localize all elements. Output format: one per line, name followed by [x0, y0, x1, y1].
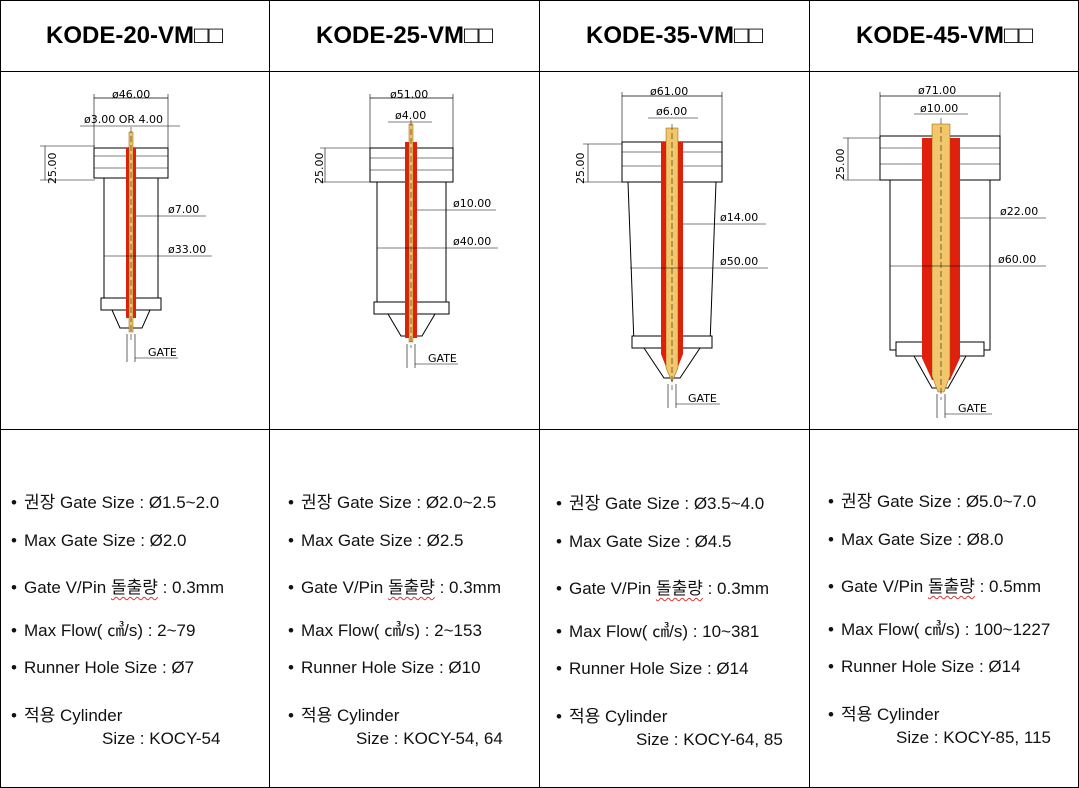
spec-list: •권장 Gate Size : Ø1.5~2.0 •Max Gate Size …	[0, 430, 269, 788]
spec-max-gate: •Max Gate Size : Ø8.0	[828, 530, 1004, 549]
spec-max-gate: •Max Gate Size : Ø2.0	[11, 531, 187, 550]
spec-max-flow: •Max Flow( ㎤/s) : 2~153	[288, 621, 482, 640]
model-title: KODE-25-VM□□	[315, 22, 493, 49]
spec-cylinder-size: Size : KOCY-54, 64	[356, 729, 503, 748]
table-border	[0, 0, 1079, 1]
nozzle-drawing: ø61.00 ø6.00 25.00 ø14.00 ø50.00	[540, 72, 809, 430]
spec-cylinder-size: Size : KOCY-85, 115	[896, 728, 1051, 747]
spec-gate-size: •권장 Gate Size : Ø5.0~7.0	[828, 492, 1037, 511]
spec-gate-size: •권장 Gate Size : Ø1.5~2.0	[11, 493, 220, 512]
dim-height: 25.00	[46, 153, 59, 185]
dim-outer: ø71.00	[918, 84, 956, 97]
spec-pin-protrusion: •Gate V/Pin 돌출량 : 0.3mm	[11, 578, 224, 597]
spec-list: •권장 Gate Size : Ø5.0~7.0 •Max Gate Size …	[810, 430, 1079, 788]
dim-pin: ø10.00	[920, 102, 958, 115]
dim-gate: GATE	[688, 392, 717, 405]
dim-gate: GATE	[958, 402, 987, 415]
dim-outer: ø61.00	[650, 85, 688, 98]
nozzle-drawing: ø71.00 ø10.00 25.00 ø22.00 ø60.00	[810, 72, 1079, 430]
dim-outer: ø51.00	[390, 88, 428, 101]
dim-gate: GATE	[428, 352, 457, 365]
model-title: KODE-35-VM□□	[585, 22, 763, 49]
dim-pin: ø6.00	[656, 105, 687, 118]
spec-max-gate: •Max Gate Size : Ø2.5	[288, 531, 464, 550]
spec-pin-protrusion: •Gate V/Pin 돌출량 : 0.5mm	[828, 577, 1041, 596]
dim-body: ø60.00	[998, 253, 1036, 266]
dim-body: ø40.00	[453, 235, 491, 248]
dim-outer: ø46.00	[112, 88, 150, 101]
spec-list: •권장 Gate Size : Ø2.0~2.5 •Max Gate Size …	[270, 430, 539, 788]
spec-pin-protrusion: •Gate V/Pin 돌출량 : 0.3mm	[556, 579, 769, 598]
dim-runner: ø14.00	[720, 211, 758, 224]
table-divider	[809, 0, 810, 788]
spec-cylinder: •적용 Cylinder	[828, 705, 940, 724]
spec-gate-size: •권장 Gate Size : Ø2.0~2.5	[288, 493, 497, 512]
column-kode-25: KODE-25-VM□□ ø51.00 ø4.00 25.00	[270, 0, 539, 788]
dim-height: 25.00	[834, 149, 847, 181]
dim-height: 25.00	[313, 153, 326, 185]
dim-runner: ø22.00	[1000, 205, 1038, 218]
spec-cylinder: •적용 Cylinder	[11, 706, 123, 725]
nozzle-drawing: ø51.00 ø4.00 25.00 ø10.00 ø40.00	[270, 72, 539, 430]
spec-max-gate: •Max Gate Size : Ø4.5	[556, 532, 732, 551]
dim-pin: ø4.00	[395, 109, 426, 122]
spec-cylinder: •적용 Cylinder	[556, 707, 668, 726]
spec-max-flow: •Max Flow( ㎤/s) : 2~79	[11, 621, 196, 640]
spec-pin-protrusion: •Gate V/Pin 돌출량 : 0.3mm	[288, 578, 501, 597]
dim-body: ø33.00	[168, 243, 206, 256]
dim-runner: ø10.00	[453, 197, 491, 210]
column-kode-45: KODE-45-VM□□ ø71.00 ø10.00 25.00	[810, 0, 1079, 788]
dim-height: 25.00	[574, 153, 587, 185]
dim-pin: ø3.00 OR 4.00	[84, 113, 163, 126]
spec-list: •권장 Gate Size : Ø3.5~4.0 •Max Gate Size …	[540, 430, 809, 788]
table-divider	[539, 0, 540, 788]
spec-cylinder: •적용 Cylinder	[288, 706, 400, 725]
spec-max-flow: •Max Flow( ㎤/s) : 100~1227	[828, 620, 1051, 639]
spec-runner-hole: •Runner Hole Size : Ø7	[11, 658, 195, 677]
spec-cylinder-size: Size : KOCY-54	[102, 729, 221, 748]
model-title: KODE-45-VM□□	[855, 22, 1033, 49]
spec-max-flow: •Max Flow( ㎤/s) : 10~381	[556, 622, 760, 641]
spec-runner-hole: •Runner Hole Size : Ø14	[556, 659, 749, 678]
spec-gate-size: •권장 Gate Size : Ø3.5~4.0	[556, 494, 765, 513]
nozzle-drawing: ø46.00 ø3.00 OR 4.00 25.00	[0, 72, 269, 430]
column-kode-35: KODE-35-VM□□ ø61.00 ø6.00 25.00	[540, 0, 809, 788]
dim-runner: ø7.00	[168, 203, 199, 216]
dim-body: ø50.00	[720, 255, 758, 268]
table-border	[0, 0, 1, 788]
spec-runner-hole: •Runner Hole Size : Ø10	[288, 658, 481, 677]
spec-runner-hole: •Runner Hole Size : Ø14	[828, 657, 1021, 676]
table-divider	[0, 429, 1079, 430]
table-divider	[269, 0, 270, 788]
table-divider	[0, 71, 1079, 72]
column-kode-20: KODE-20-VM□□ ø46.00 ø3.00 OR 4.00 25.00	[0, 0, 269, 788]
dim-gate: GATE	[148, 346, 177, 359]
spec-cylinder-size: Size : KOCY-64, 85	[636, 730, 783, 749]
model-title: KODE-20-VM□□	[45, 22, 223, 49]
